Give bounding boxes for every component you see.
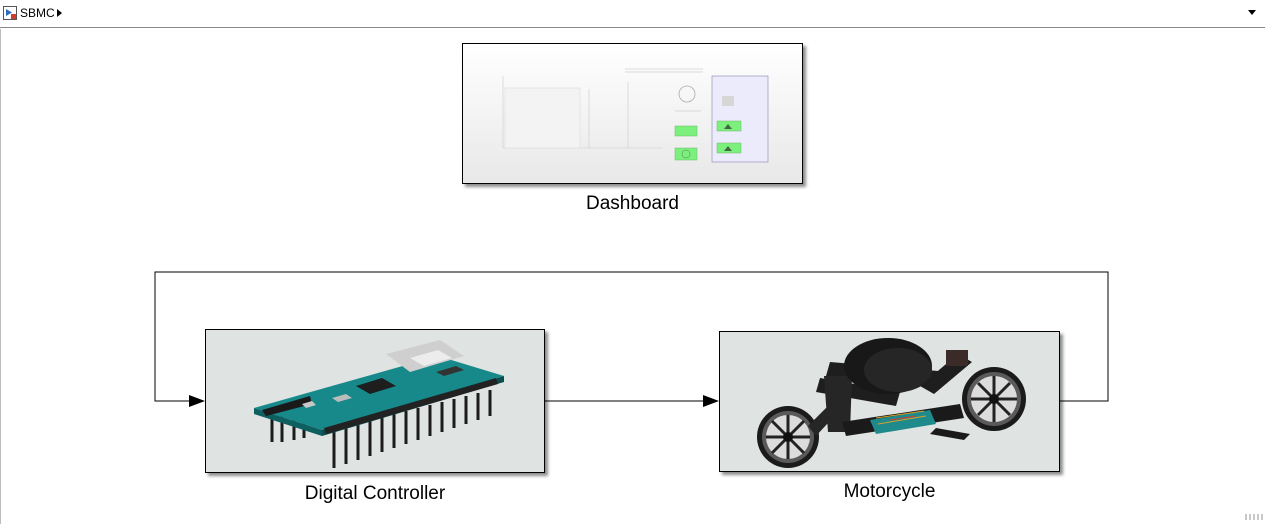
feedback-signal-line <box>154 271 1109 402</box>
signal-lines <box>154 271 1109 407</box>
resize-grip-icon[interactable] <box>1245 512 1263 522</box>
motorcycle-block-label: Motorcycle <box>843 481 936 502</box>
dropdown-icon[interactable] <box>1248 10 1256 15</box>
digital-controller-block-label: Digital Controller <box>304 483 446 504</box>
model-canvas[interactable]: Dashboard <box>0 29 1265 524</box>
motorcycle-block[interactable] <box>719 331 1060 472</box>
breadcrumb-arrow-icon[interactable] <box>57 9 62 17</box>
address-bar: SBMC <box>0 0 1265 28</box>
digital-controller-block[interactable] <box>205 329 545 473</box>
simulink-model-icon[interactable] <box>3 6 17 20</box>
control-arrowhead <box>703 395 719 407</box>
arduino-board-icon <box>254 340 504 468</box>
dashboard-block[interactable] <box>462 43 803 184</box>
motorcycle-model-icon <box>757 338 1026 468</box>
rear-wheel <box>962 367 1026 431</box>
dashboard-block-label: Dashboard <box>586 193 679 214</box>
feedback-arrowhead <box>189 395 205 407</box>
breadcrumb-model-name[interactable]: SBMC <box>20 6 55 20</box>
front-wheel <box>757 406 819 468</box>
dashboard-preview <box>502 68 769 163</box>
